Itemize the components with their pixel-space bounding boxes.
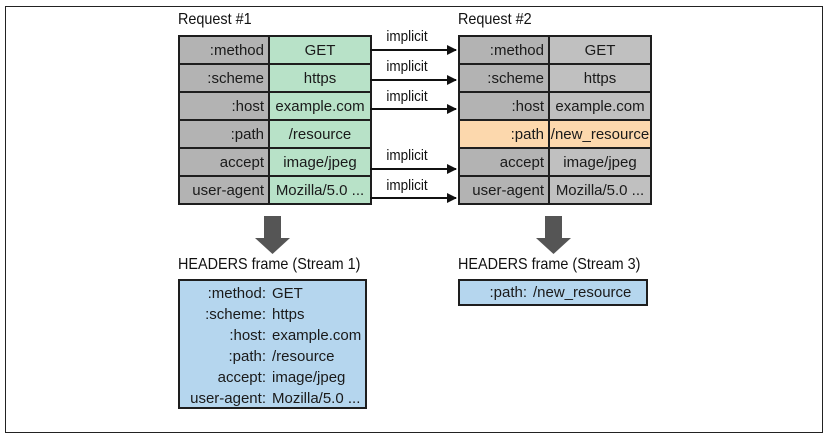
frame1-title: HEADERS frame (Stream 1): [178, 256, 361, 273]
implicit-label: implicit: [386, 88, 428, 105]
header-key: accept: [178, 147, 270, 177]
header-key: accept: [458, 147, 550, 177]
header-key: user-agent: [178, 175, 270, 205]
implicit-label: implicit: [386, 28, 428, 45]
request2-title: Request #2: [458, 11, 532, 28]
frame-row: :method: GET: [180, 283, 365, 304]
frame-row: :path: /new_resource: [460, 281, 646, 304]
implicit-label: implicit: [386, 58, 428, 75]
header-value: https: [548, 63, 652, 93]
frame-row: :scheme: https: [180, 304, 365, 325]
header-key: :method: [178, 35, 270, 65]
header-key: :host: [458, 91, 550, 121]
header-row: :path/resource: [178, 119, 372, 149]
header-key: :scheme: [178, 63, 270, 93]
frame-key: :method:: [207, 285, 266, 302]
frame-key: :path:: [228, 348, 266, 365]
header-value: image/jpeg: [548, 147, 652, 177]
frame-row: :host: example.com: [180, 325, 365, 346]
implicit-label: implicit: [386, 177, 428, 194]
frame-value: example.com: [272, 327, 362, 344]
frame-value: Mozilla/5.0 ...: [272, 390, 361, 407]
header-value: Mozilla/5.0 ...: [548, 175, 652, 205]
frame-key: user-agent:: [190, 390, 266, 407]
implicit-label: implicit: [386, 147, 428, 164]
header-key: :host: [178, 91, 270, 121]
request1-title: Request #1: [178, 11, 252, 28]
header-value: Mozilla/5.0 ...: [268, 175, 372, 205]
frame-key: :host:: [229, 327, 266, 344]
header-key: :path: [178, 119, 270, 149]
header-value: GET: [268, 35, 372, 65]
header-key: :scheme: [458, 63, 550, 93]
header-key: user-agent: [458, 175, 550, 205]
diagram-frame: [5, 6, 823, 433]
down-arrow-stream3: [536, 216, 571, 254]
frame-key: :path:: [489, 284, 527, 301]
header-value: image/jpeg: [268, 147, 372, 177]
header-value: GET: [548, 35, 652, 65]
frame-value: /new_resource: [533, 284, 632, 301]
header-key: :method: [458, 35, 550, 65]
header-value: example.com: [548, 91, 652, 121]
changed-header-row: :path/new_resource: [458, 119, 652, 149]
frame2-title: HEADERS frame (Stream 3): [458, 256, 641, 273]
frame-key: accept:: [217, 369, 266, 386]
frame-value: image/jpeg: [272, 369, 346, 386]
headers-frame-stream3: :path: /new_resource: [458, 279, 648, 306]
frame-row: user-agent: Mozilla/5.0 ...: [180, 388, 365, 409]
frame-row: :path: /resource: [180, 346, 365, 367]
frame-value: https: [272, 306, 305, 323]
down-arrow-stream1: [255, 216, 290, 254]
header-key: :path: [458, 119, 550, 149]
headers-frame-stream1: :method: GET :scheme: https :host: example.…: [178, 279, 367, 409]
frame-value: GET: [272, 285, 303, 302]
header-value: example.com: [268, 91, 372, 121]
frame-key: :scheme:: [205, 306, 266, 323]
header-value: https: [268, 63, 372, 93]
header-value: /new_resource: [548, 119, 652, 149]
frame-row: accept: image/jpeg: [180, 367, 365, 388]
header-value: /resource: [268, 119, 372, 149]
frame-value: /resource: [272, 348, 335, 365]
